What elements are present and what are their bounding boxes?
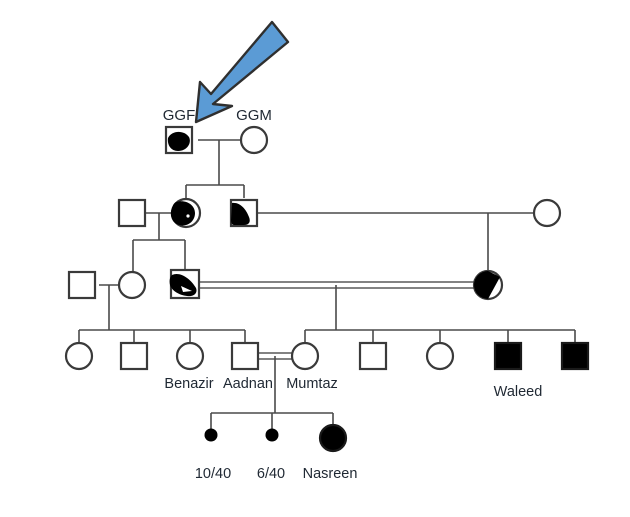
label-pregnancy-2: 6/40 (257, 466, 285, 482)
individual-iv-5-mumtaz (290, 341, 320, 371)
label-ggm: GGM (236, 107, 272, 124)
individual-iii-2 (117, 270, 147, 300)
mating-aadnan-mumtaz (258, 352, 292, 413)
label-benazir: Benazir (164, 376, 213, 392)
individual-iv-8-waleed (493, 341, 523, 371)
label-mumtaz: Mumtaz (286, 376, 338, 392)
individual-v-3-nasreen (318, 423, 348, 453)
individual-iv-3-benazir (175, 341, 205, 371)
individual-iv-7 (425, 341, 455, 371)
proband-arrow (194, 20, 290, 124)
generation-5-sibship (210, 412, 334, 430)
individual-ii-2 (170, 197, 202, 229)
individual-ii-3 (229, 198, 259, 228)
individual-iii-3 (169, 268, 201, 300)
generation-2-lines (132, 212, 533, 272)
individual-iv-6 (358, 341, 388, 371)
label-pregnancy-1: 10/40 (195, 466, 231, 482)
individual-v-2-pregnancy-loss (265, 428, 279, 442)
generation-3-lines (99, 281, 475, 330)
label-waleed: Waleed (494, 384, 543, 400)
individual-ggm (239, 125, 269, 155)
label-ggf: GGF (163, 107, 196, 124)
label-aadnan: Aadnan (223, 376, 273, 392)
generation-4-sibship-right (304, 329, 576, 343)
generation-4-sibship-left (78, 329, 246, 343)
individual-ii-4 (532, 198, 562, 228)
individual-iv-2 (119, 341, 149, 371)
generation-1-lines (185, 139, 245, 200)
individual-iv-9 (560, 341, 590, 371)
individual-ggf (164, 125, 194, 155)
individual-ii-1 (117, 198, 147, 228)
individual-iii-1 (67, 270, 97, 300)
individual-iv-1 (64, 341, 94, 371)
individual-iii-4 (472, 269, 504, 301)
individual-iv-4-aadnan (230, 341, 260, 371)
label-nasreen: Nasreen (303, 466, 358, 482)
individual-v-1-pregnancy-loss (204, 428, 218, 442)
